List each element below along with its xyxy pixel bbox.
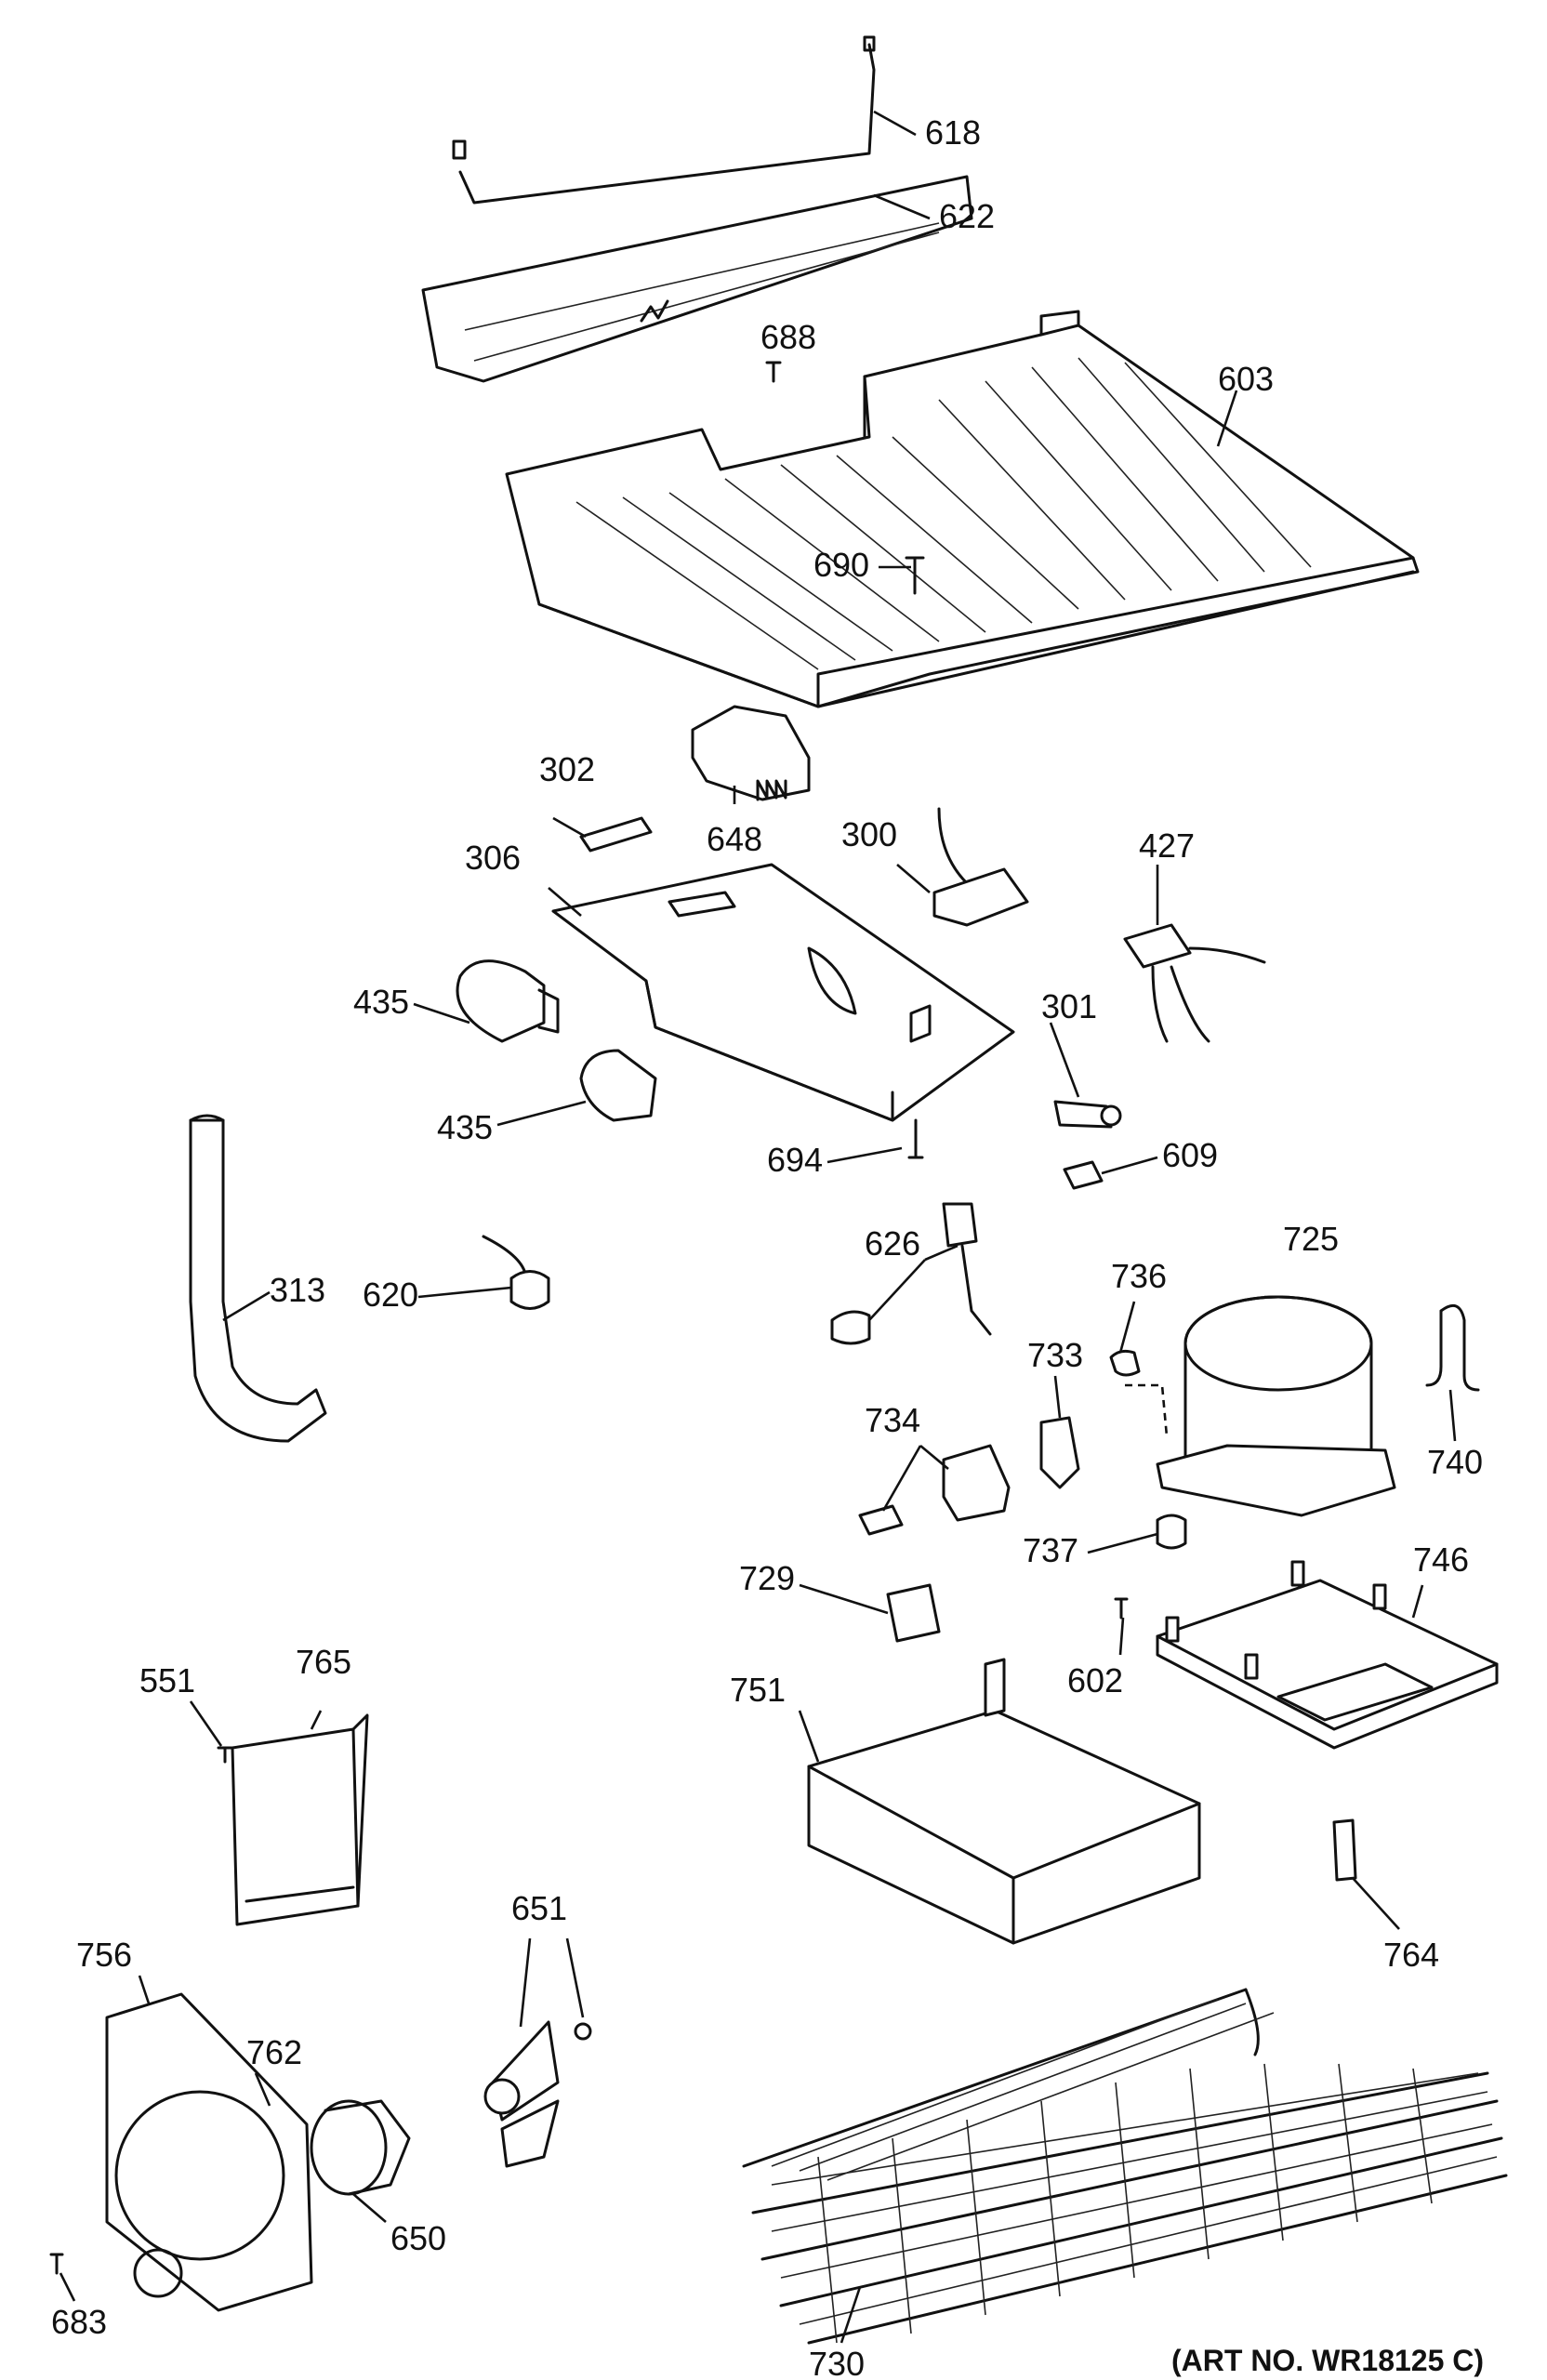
callout-306: 306 <box>465 839 521 877</box>
callout-620: 620 <box>363 1276 418 1314</box>
callout-301: 301 <box>1041 987 1097 1025</box>
callout-736: 736 <box>1111 1257 1167 1295</box>
callout-762: 762 <box>246 2033 302 2071</box>
callout-602: 602 <box>1067 1661 1123 1699</box>
part-736-clip <box>1109 1349 1141 1377</box>
callout-618: 618 <box>925 113 981 152</box>
part-730-condenser <box>742 1988 1508 2345</box>
part-603-shelf <box>505 310 1420 708</box>
part-756-shroud <box>105 1992 313 2312</box>
part-302-pin <box>579 816 653 853</box>
callout-729: 729 <box>739 1559 795 1597</box>
part-751-drain-pan <box>807 1658 1201 1945</box>
part-626-cord <box>830 1202 992 1345</box>
part-427-harness <box>1123 923 1266 1043</box>
part-551-screw <box>217 1746 233 1764</box>
callout-313: 313 <box>270 1271 325 1309</box>
part-694-screw <box>907 1118 924 1159</box>
part-725-compressor <box>1125 1295 1396 1517</box>
callout-683: 683 <box>51 2303 107 2341</box>
part-301-switch <box>1053 1100 1122 1129</box>
callout-603: 603 <box>1218 360 1274 398</box>
callout-labels: 618 622 688 603 690 302 648 300 306 427 … <box>51 113 1484 2380</box>
callout-622: 622 <box>939 197 995 235</box>
callout-300: 300 <box>841 815 897 853</box>
part-690-screw <box>905 556 925 595</box>
part-683-screw <box>49 2253 64 2275</box>
callout-740: 740 <box>1427 1443 1483 1481</box>
part-622-channel <box>421 175 973 383</box>
part-733-relay <box>1039 1416 1080 1489</box>
callout-737: 737 <box>1023 1531 1078 1569</box>
callout-746: 746 <box>1413 1540 1469 1579</box>
art-number: (ART NO. WR18125 C) <box>1171 2344 1484 2377</box>
callout-688: 688 <box>760 318 816 356</box>
part-618-tube <box>452 35 876 205</box>
callout-435-bulb: 435 <box>353 983 409 1021</box>
part-765-cover <box>231 1713 369 1926</box>
callout-609: 609 <box>1162 1136 1218 1174</box>
callout-751: 751 <box>730 1671 786 1709</box>
part-688-screw <box>765 361 782 383</box>
part-313-hose <box>189 1114 327 1443</box>
callout-764: 764 <box>1383 1936 1439 1974</box>
part-746-base-plate <box>1156 1560 1499 1750</box>
callout-551: 551 <box>139 1661 195 1699</box>
callout-626: 626 <box>865 1224 920 1263</box>
callout-651: 651 <box>511 1889 567 1927</box>
part-435-socket <box>579 1049 657 1122</box>
part-300-switch <box>932 807 1029 927</box>
part-609-clip <box>1063 1160 1104 1190</box>
part-650-motor <box>310 2099 411 2196</box>
callout-733: 733 <box>1027 1336 1083 1374</box>
part-602-screw <box>1114 1597 1129 1620</box>
leader-lines <box>59 110 1457 2344</box>
callout-725: 725 <box>1283 1220 1339 1258</box>
callout-650: 650 <box>390 2219 446 2257</box>
part-435-bulb <box>456 959 560 1043</box>
callout-730: 730 <box>809 2345 865 2380</box>
callout-734: 734 <box>865 1401 920 1439</box>
callout-427: 427 <box>1139 826 1195 865</box>
part-737-grommet <box>1156 1514 1187 1550</box>
part-306-housing <box>551 863 1015 1122</box>
part-651-fan-blade <box>483 2020 592 2168</box>
part-648-timer <box>691 705 811 801</box>
callout-435-socket: 435 <box>437 1108 493 1146</box>
callout-690: 690 <box>813 546 869 584</box>
part-740-clip <box>1425 1303 1480 1392</box>
callout-765: 765 <box>296 1643 351 1681</box>
callout-694: 694 <box>767 1141 823 1179</box>
part-729-capacitor <box>886 1583 941 1643</box>
callout-756: 756 <box>76 1936 132 1974</box>
callout-302: 302 <box>539 750 595 788</box>
part-620-thermistor <box>482 1235 550 1310</box>
part-734-overload <box>858 1444 1011 1536</box>
callout-648: 648 <box>707 820 762 858</box>
part-764-clip <box>1332 1818 1357 1882</box>
